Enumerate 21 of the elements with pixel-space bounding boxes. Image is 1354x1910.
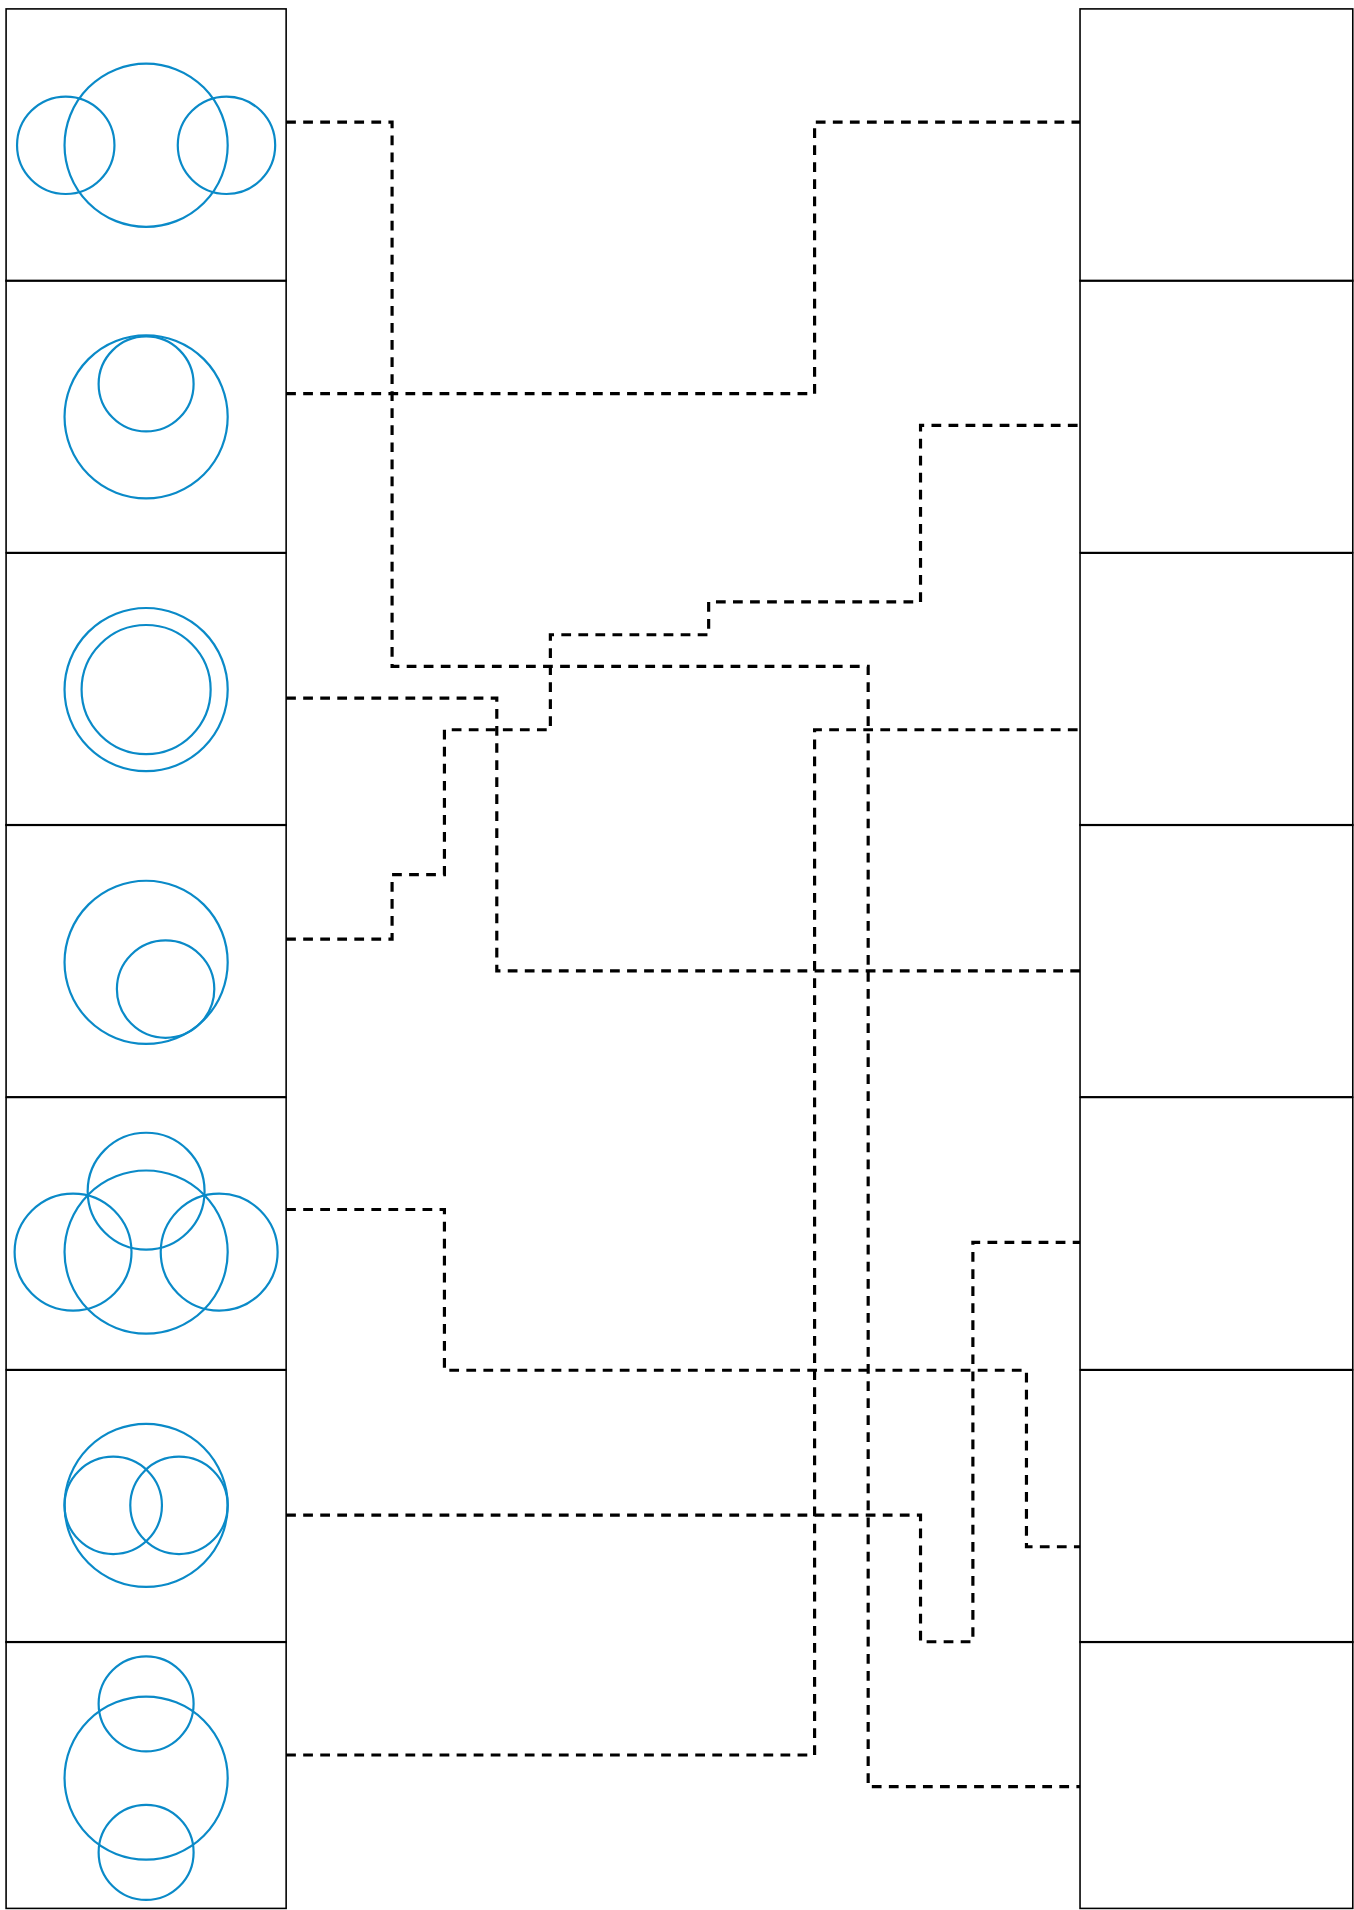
answer-box [1079, 279, 1354, 554]
connector-line [286, 120, 1081, 1789]
answer-box [1079, 552, 1354, 827]
picture-card [5, 823, 287, 1098]
answer-box [1079, 1640, 1354, 1910]
connector-line [286, 696, 1081, 973]
connector-line [286, 120, 1081, 396]
answer-box [1079, 823, 1354, 1098]
picture-card [5, 1640, 287, 1910]
picture-card [5, 279, 287, 554]
picture-card [5, 8, 287, 282]
connector-line [286, 1207, 1081, 1549]
connector-line [286, 728, 1081, 1757]
picture-card [5, 1096, 287, 1371]
picture-card [5, 1369, 287, 1644]
answer-box [1079, 1369, 1354, 1644]
connector-line [286, 1240, 1081, 1644]
answer-box [1079, 1096, 1354, 1371]
answer-box [1079, 8, 1354, 282]
picture-card [5, 552, 287, 827]
connector-line [286, 423, 1081, 941]
